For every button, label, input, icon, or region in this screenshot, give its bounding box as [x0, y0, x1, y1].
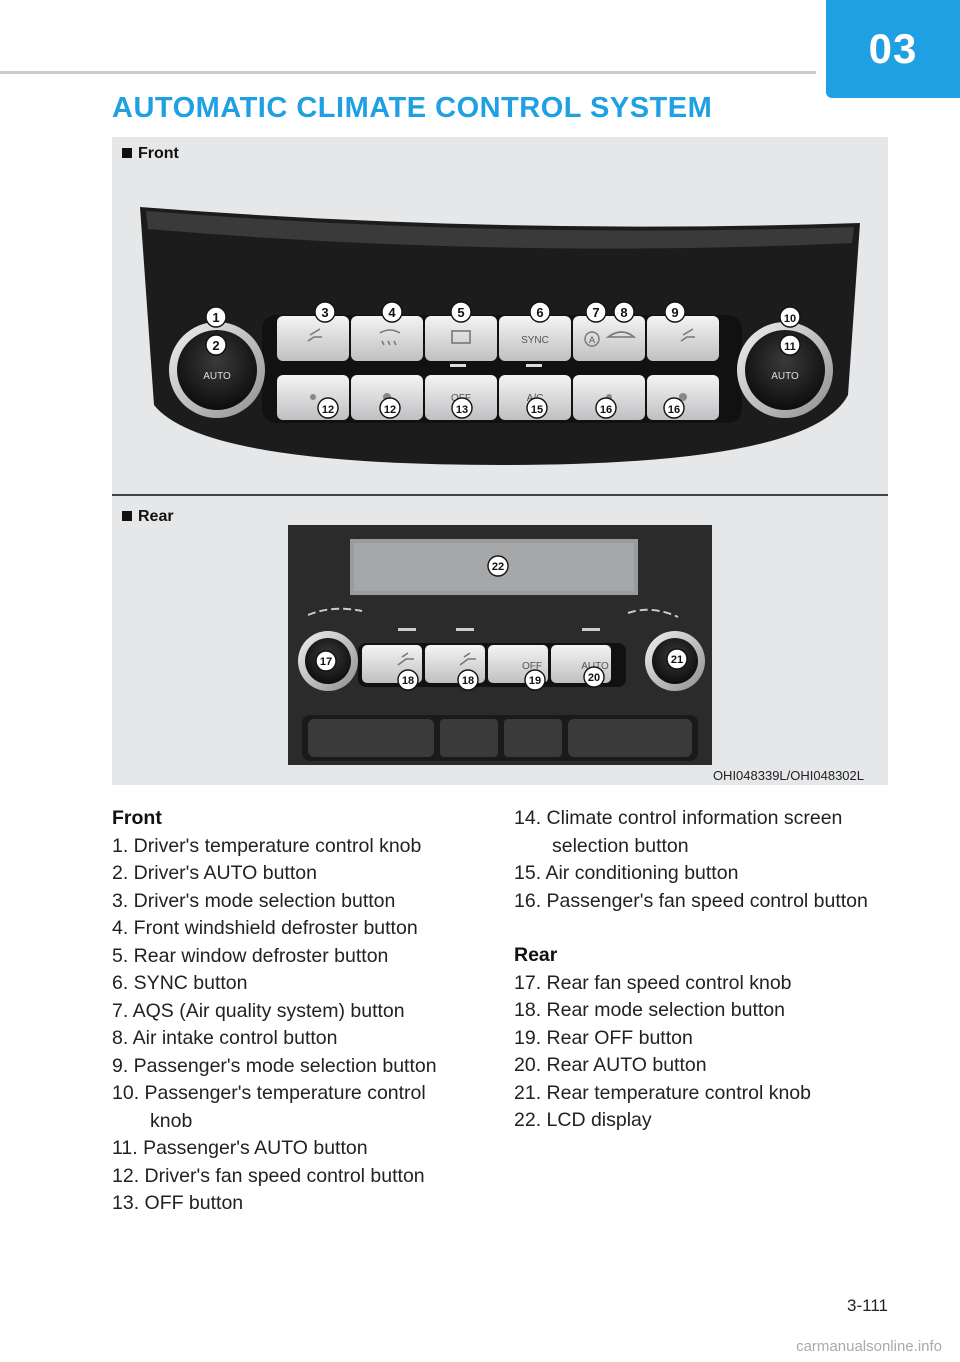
svg-text:21: 21	[671, 654, 683, 666]
svg-text:7: 7	[592, 305, 599, 320]
svg-text:6: 6	[536, 305, 543, 320]
list-item: 21. Rear temperature control knob	[514, 1081, 811, 1104]
list-item: 18. Rear mode selection button	[514, 999, 786, 1021]
svg-text:20: 20	[588, 672, 600, 684]
svg-text:13: 13	[456, 404, 468, 416]
front-items-list: Front 1. Driver's temperature control kn…	[112, 805, 437, 1218]
list-item: 22. LCD display	[514, 1109, 652, 1131]
list-item: 11. Passenger's AUTO button	[112, 1137, 368, 1159]
right-items-list: 14. Climate control information screen s…	[514, 805, 868, 1135]
list-item: 7. AQS (Air quality system) button	[112, 999, 405, 1022]
svg-text:15: 15	[531, 404, 543, 416]
svg-text:AUTO: AUTO	[203, 371, 231, 382]
list-item: 3. Driver's mode selection button	[112, 889, 396, 912]
front-callouts: 1 2 3 4 5 6 7 8 9 10 11 12 12 13 15 16 1…	[205, 301, 801, 419]
figure-divider	[112, 494, 888, 496]
svg-text:16: 16	[668, 404, 680, 416]
svg-text:1: 1	[212, 310, 219, 325]
list-item: 16. Passenger's fan speed control button	[514, 889, 868, 912]
list-item: 5. Rear window defroster button	[112, 944, 389, 967]
list-item: 10. Passenger's temperature control	[112, 1082, 426, 1104]
passenger-temperature-knob: AUTO	[737, 322, 833, 418]
list-item: 9. Passenger's mode selection button	[112, 1054, 437, 1077]
rear-panel-illustration: OFF AUTO 22 17 18 18 19 20 21	[112, 525, 888, 765]
svg-text:9: 9	[671, 305, 678, 320]
svg-text:12: 12	[322, 404, 334, 416]
list-item: 13. OFF button	[112, 1192, 244, 1214]
list-item: 2. Driver's AUTO button	[112, 862, 317, 884]
upper-button-row	[277, 316, 719, 361]
section-title: AUTOMATIC CLIMATE CONTROL SYSTEM	[112, 92, 713, 124]
sync-button-text: SYNC	[521, 335, 549, 346]
rear-list-heading: Rear	[514, 944, 558, 966]
svg-text:A: A	[589, 335, 595, 345]
list-item: 15. Air conditioning button	[514, 862, 739, 884]
list-item: 12. Driver's fan speed control button	[112, 1164, 425, 1187]
list-item: 4. Front windshield defroster button	[112, 917, 418, 939]
svg-text:22: 22	[492, 561, 504, 573]
rear-off-button-text: OFF	[522, 661, 542, 672]
svg-text:12: 12	[384, 404, 396, 416]
front-panel-illustration: SYNC A OFF A/C AUTO AUTO 1 2 3 4 5 6 7 8	[112, 165, 888, 487]
svg-text:11: 11	[784, 341, 796, 353]
chapter-tab: 03	[826, 0, 960, 98]
mode-icon	[307, 328, 695, 346]
driver-temperature-knob: AUTO	[169, 322, 265, 418]
list-gap	[514, 915, 868, 942]
climate-control-figure: Front	[112, 137, 888, 785]
svg-text:19: 19	[529, 675, 541, 687]
list-item: 20. Rear AUTO button	[514, 1054, 707, 1076]
rear-callouts: 22 17 18 18 19 20 21	[315, 555, 688, 691]
header-rule	[0, 71, 816, 74]
svg-text:18: 18	[462, 675, 474, 687]
list-item: 8. Air intake control button	[112, 1027, 338, 1049]
svg-text:10: 10	[784, 313, 796, 325]
list-item-continuation: knob	[150, 1109, 193, 1132]
svg-text:2: 2	[212, 338, 219, 353]
front-figure-label: Front	[122, 145, 179, 163]
watermark: carmanualsonline.info	[796, 1338, 942, 1355]
list-item: 14. Climate control information screen	[514, 807, 843, 829]
aqs-icon	[584, 331, 600, 347]
figure-code: OHI048339L/OHI048302L	[712, 768, 864, 783]
list-item: 6. SYNC button	[112, 972, 248, 994]
front-list-heading: Front	[112, 807, 162, 829]
list-item: 19. Rear OFF button	[514, 1026, 693, 1049]
list-item: 1. Driver's temperature control knob	[112, 834, 422, 857]
page-number: 3-111	[847, 1296, 888, 1315]
rear-mode-icon	[397, 652, 476, 666]
svg-text:AUTO: AUTO	[771, 371, 799, 382]
svg-text:16: 16	[600, 404, 612, 416]
list-item: 17. Rear fan speed control knob	[514, 971, 792, 994]
square-bullet-icon	[122, 148, 132, 158]
square-bullet-icon	[122, 511, 132, 521]
list-item-continuation: selection button	[552, 834, 689, 857]
svg-text:4: 4	[388, 305, 396, 320]
svg-text:3: 3	[321, 305, 328, 320]
rear-figure-label: Rear	[122, 508, 174, 526]
svg-text:5: 5	[457, 305, 464, 320]
svg-text:8: 8	[620, 305, 627, 320]
svg-text:18: 18	[402, 675, 414, 687]
svg-text:17: 17	[320, 656, 332, 668]
